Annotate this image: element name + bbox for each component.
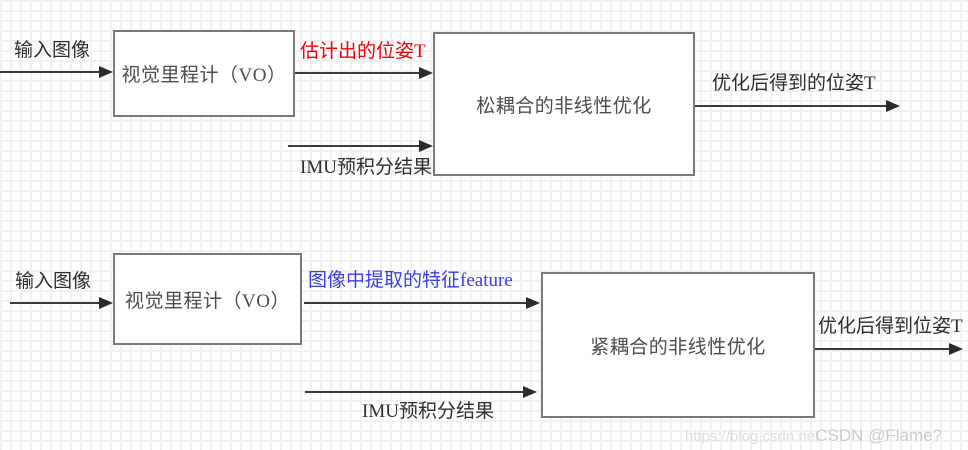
arrow-shaft — [295, 72, 419, 74]
arrowhead-right-icon — [419, 140, 433, 152]
top-output-arrow — [695, 99, 900, 113]
arrow-shaft — [695, 105, 886, 107]
arrow-shaft — [288, 145, 419, 147]
bottom-vo-to-optimizer-arrow — [304, 296, 540, 310]
bottom-tight-coupled-optimizer-box: 紧耦合的非线性优化 — [541, 272, 815, 418]
bottom-input-arrow — [10, 296, 113, 310]
bottom-output-pose-label: 优化后得到位姿T — [818, 316, 963, 337]
arrow-shaft — [0, 71, 99, 73]
bottom-output-arrow — [815, 342, 963, 356]
arrow-shaft — [10, 302, 99, 304]
arrowhead-right-icon — [949, 343, 963, 355]
bottom-tight-coupled-optimizer-label: 紧耦合的非线性优化 — [590, 336, 766, 358]
bottom-input-image-label: 输入图像 — [15, 271, 92, 292]
watermark-user-text: CSDN @Flame? — [815, 426, 943, 445]
bottom-extracted-feature-label: 图像中提取的特征feature — [308, 270, 513, 291]
top-vo-box-label: 视觉里程计（VO） — [121, 65, 287, 86]
top-imu-preintegration-label: IMU预积分结果 — [300, 157, 432, 178]
top-loose-coupled-optimizer-label: 松耦合的非线性优化 — [476, 95, 652, 117]
top-vo-to-optimizer-arrow — [295, 66, 433, 80]
top-vo-box: 视觉里程计（VO） — [113, 30, 295, 117]
bottom-vo-box: 视觉里程计（VO） — [113, 253, 302, 345]
watermark-url-text: https://blog.csdn.net — [685, 428, 820, 445]
csdn-watermark: https://blog.csdn.net CSDN @Flame? — [685, 427, 942, 445]
bottom-imu-preintegration-label: IMU预积分结果 — [362, 401, 494, 422]
bottom-imu-arrow — [305, 385, 537, 399]
top-input-image-label: 输入图像 — [14, 40, 91, 61]
bottom-vo-box-label: 视觉里程计（VO） — [125, 290, 290, 312]
arrow-shaft — [304, 302, 526, 304]
arrowhead-right-icon — [523, 386, 537, 398]
arrowhead-right-icon — [99, 66, 113, 78]
arrowhead-right-icon — [886, 100, 900, 112]
arrowhead-right-icon — [99, 297, 113, 309]
top-loose-coupled-optimizer-box: 松耦合的非线性优化 — [433, 32, 695, 176]
top-imu-arrow — [288, 139, 433, 153]
top-input-arrow — [0, 65, 113, 79]
arrowhead-right-icon — [419, 67, 433, 79]
top-estimated-pose-label: 估计出的位姿T — [300, 41, 426, 62]
arrowhead-right-icon — [526, 297, 540, 309]
arrow-shaft — [815, 348, 949, 350]
arrow-shaft — [305, 391, 523, 393]
top-output-pose-label: 优化后得到的位姿T — [712, 73, 876, 94]
